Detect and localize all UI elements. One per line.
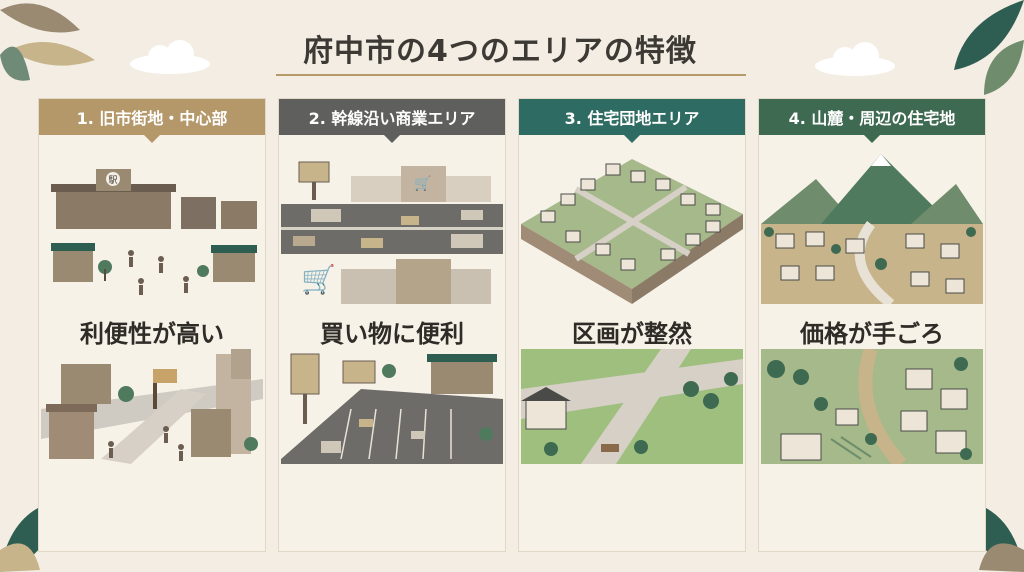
station-sign: 駅 <box>108 175 117 186</box>
area-card-foothill-residential: 4. 山麓・周辺の住宅地 価格が手ごろ <box>758 98 986 552</box>
svg-text:🛒: 🛒 <box>414 175 431 192</box>
highway-shops-illustration: 🛒 🛒 <box>281 161 503 304</box>
parking-lot-illustration <box>281 353 503 464</box>
area-card-old-town: 1. 旧市街地・中心部 駅 利便性が高い <box>38 98 266 552</box>
page-title: 府中市の4つのエリアの特徴 <box>303 34 697 69</box>
housing-blocks-illustration <box>521 159 743 304</box>
area-card-header: 4. 山麓・周辺の住宅地 <box>759 99 985 143</box>
area-feature-text: 利便性が高い <box>80 320 224 348</box>
leaf-decoration-top-right <box>954 0 1024 95</box>
area-card-header: 3. 住宅団地エリア <box>519 99 745 143</box>
area-feature-text: 買い物に便利 <box>320 320 464 348</box>
suburban-village-illustration <box>761 349 983 464</box>
intersection-illustration <box>521 349 743 464</box>
svg-text:🛒: 🛒 <box>301 263 336 296</box>
area-feature-text: 価格が手ごろ <box>800 320 944 348</box>
area-card-header: 1. 旧市街地・中心部 <box>39 99 265 143</box>
cloud-decoration <box>815 42 895 76</box>
leaf-decoration-top-left <box>0 3 95 81</box>
area-feature-text: 区画が整然 <box>572 320 692 348</box>
town-center-illustration: 駅 <box>51 169 257 295</box>
area-card-housing-estate: 3. 住宅団地エリア 区画が整然 <box>518 98 746 552</box>
area-card-commercial-road: 2. 幹線沿い商業エリア 🛒 🛒 買い物に便利 <box>278 98 506 552</box>
area-card-header: 2. 幹線沿い商業エリア <box>279 99 505 143</box>
mountain-houses-illustration <box>761 154 983 304</box>
street-scene-illustration <box>41 349 263 464</box>
title-underline <box>276 74 746 76</box>
cloud-decoration <box>130 40 210 74</box>
